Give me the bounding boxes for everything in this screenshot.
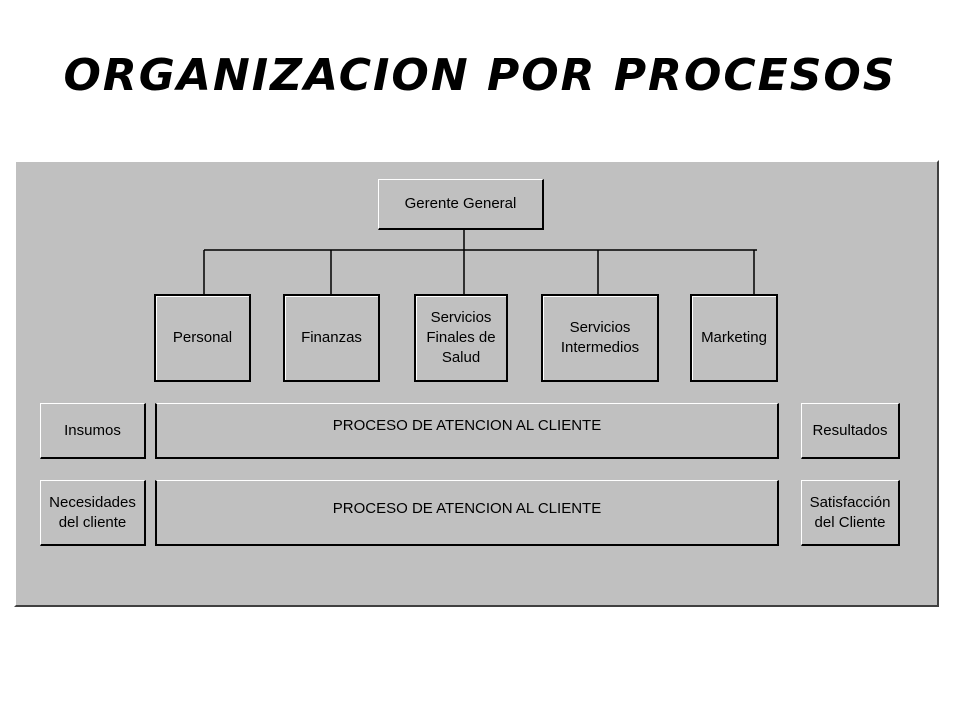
- output-box: Satisfacción del Cliente: [801, 480, 900, 546]
- dept-servicios-intermedios-box: Servicios Intermedios: [541, 294, 659, 382]
- dept-marketing-box: Marketing: [690, 294, 778, 382]
- page-title: ORGANIZACION POR PROCESOS: [63, 50, 897, 101]
- output-box: Resultados: [801, 403, 900, 459]
- input-box: Insumos: [40, 403, 146, 459]
- dept-personal-box: Personal: [154, 294, 251, 382]
- dept-finanzas-box: Finanzas: [283, 294, 380, 382]
- input-box: Necesidades del cliente: [40, 480, 146, 546]
- gerente-general-box: Gerente General: [378, 179, 544, 230]
- process-bar: PROCESO DE ATENCION AL CLIENTE: [155, 480, 779, 546]
- process-bar: PROCESO DE ATENCION AL CLIENTE: [155, 403, 779, 459]
- dept-servicios-finales-box: Servicios Finales de Salud: [414, 294, 508, 382]
